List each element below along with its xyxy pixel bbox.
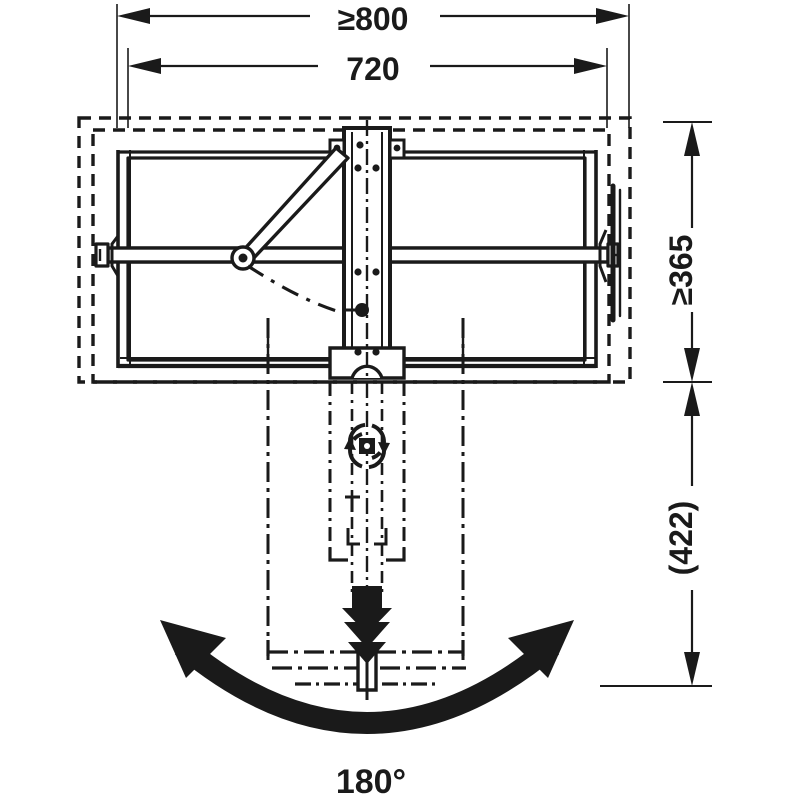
column-hole-3 — [372, 164, 380, 172]
arrowhead-inner-left — [128, 58, 161, 74]
column-hole-2 — [354, 164, 362, 172]
rotation-arc-lower — [348, 432, 387, 470]
top-dimension-group: ≥800 720 — [116, 1, 630, 128]
right-bracket-web — [598, 229, 608, 283]
arrowhead-422-bottom — [684, 652, 700, 686]
swing-arc-180 — [174, 637, 560, 734]
rotation-hub-bore — [364, 443, 370, 449]
rotation-arc-upper — [347, 422, 386, 460]
column-top-ear-right-hole — [393, 144, 401, 152]
ghost-body-corner-right — [386, 548, 406, 562]
motion-arrows-group — [342, 586, 392, 664]
swing-arrowhead-right — [508, 620, 574, 678]
column-hole-5 — [372, 268, 380, 276]
arrowhead-inner-right — [574, 58, 607, 74]
ghost-detail-bracket-left — [346, 528, 360, 546]
rotation-angle-label: 180° — [336, 763, 406, 800]
rotation-arrowhead-1 — [344, 437, 356, 450]
arrowhead-365-bottom — [684, 348, 700, 382]
motion-arrow-1 — [342, 586, 392, 634]
dimension-label-right-upper: ≥365 — [663, 235, 699, 306]
motion-arrow-2 — [344, 622, 390, 648]
left-bracket-web — [110, 235, 120, 277]
dimension-label-right-lower: (422) — [663, 501, 699, 576]
strut-swing-arc — [247, 264, 341, 314]
arrowhead-422-top — [684, 382, 700, 416]
swing-arrowhead-left — [160, 620, 226, 678]
motion-arrow-3 — [348, 642, 386, 664]
right-dimension-group: ≥365 (422) — [600, 121, 712, 687]
left-end-bracket — [94, 242, 110, 268]
column-hole-4 — [354, 268, 362, 276]
arrowhead-365-top — [684, 122, 700, 156]
column-hole-7 — [372, 348, 380, 356]
lowered-position-ghost-group — [266, 318, 466, 700]
ghost-detail-tee — [345, 495, 360, 512]
column-hole-6 — [354, 348, 362, 356]
swing-180-group: 180° — [160, 620, 574, 800]
column-stop-pin — [355, 303, 369, 317]
strut-pivot-pin — [238, 253, 248, 263]
arrowhead-outer-left — [117, 8, 150, 24]
dimension-label-top-inner: 720 — [346, 51, 399, 87]
center-column-group — [328, 120, 406, 380]
ghost-body-corner-left — [328, 548, 348, 562]
rotation-hub-symbol — [344, 422, 390, 470]
arrowhead-outer-right — [596, 8, 629, 24]
column-hole-1 — [356, 141, 364, 149]
ghost-detail-bracket-right — [374, 528, 388, 546]
rotation-arrowhead-2 — [378, 442, 390, 455]
dimension-label-top-outer: ≥800 — [338, 1, 409, 37]
diagonal-strut-group — [230, 146, 350, 314]
